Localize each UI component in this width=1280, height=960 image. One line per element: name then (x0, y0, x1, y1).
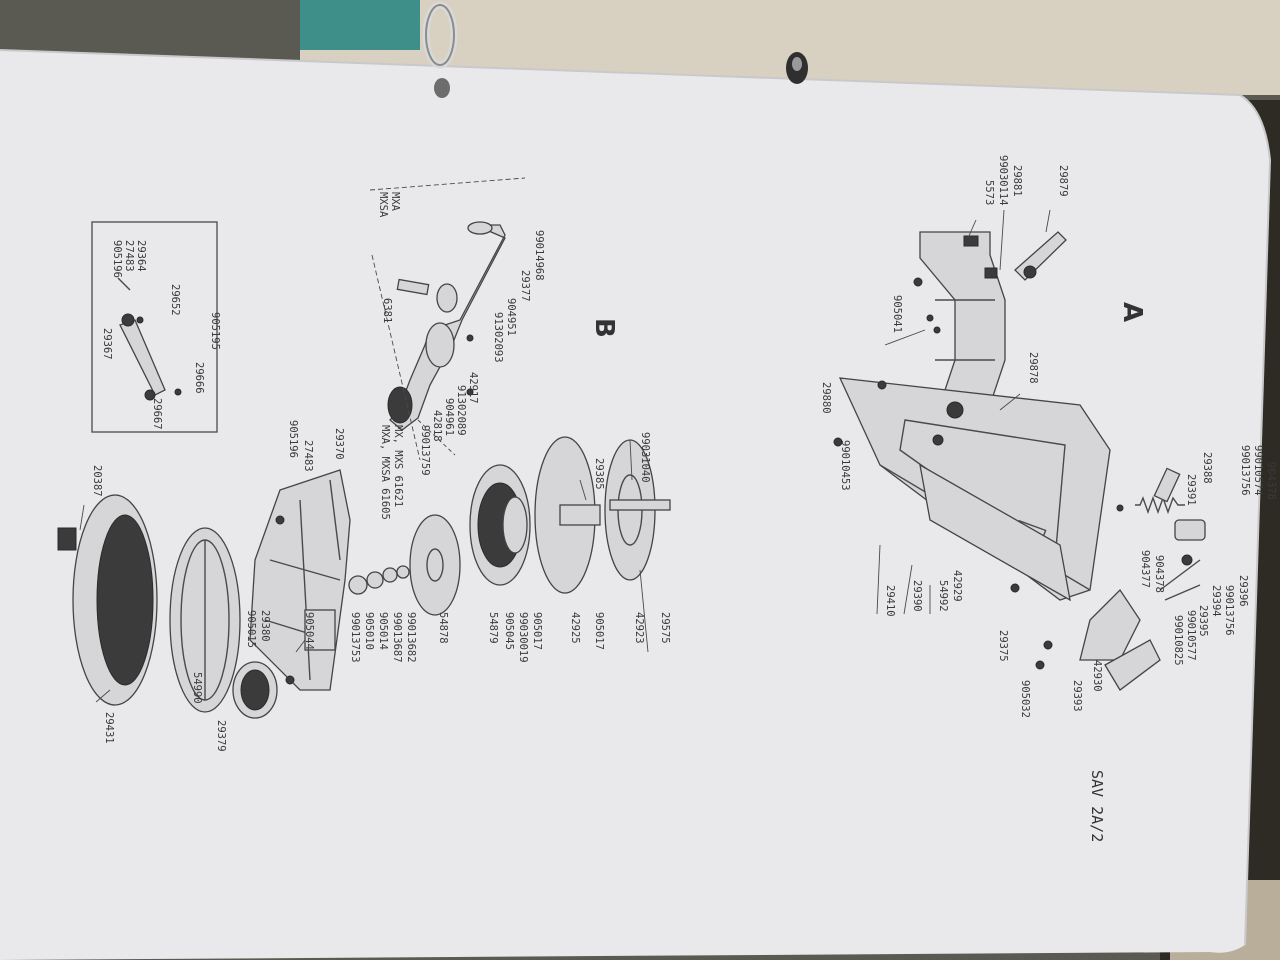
part-label: 29878 (1027, 352, 1039, 384)
part-label: 29879 (1057, 165, 1069, 197)
part-label: 54878 (437, 612, 449, 644)
section-a-labels: 29879 29881 99030114 5573 905041 29878 2… (820, 155, 1277, 718)
part-label: 904378 (1265, 462, 1277, 500)
part-label: 904961 (443, 398, 455, 436)
part-label: 29410 (884, 585, 896, 617)
part-label: 99013687 (391, 612, 403, 663)
part-label: 29370 (333, 428, 345, 460)
part-label: 99014968 (533, 230, 545, 281)
section-b-heading: B (589, 318, 619, 338)
binder-ring-icon (422, 1, 458, 98)
part-label: 99010453 (839, 440, 851, 491)
part-label: 905045 (503, 612, 515, 650)
part-label: 29394 (1210, 585, 1222, 617)
part-label: 42930 (1091, 660, 1103, 692)
section-a-heading: A (1117, 302, 1147, 322)
part-label: 29666 (193, 362, 205, 394)
part-label: 29575 (659, 612, 671, 644)
part-label: 54879 (487, 612, 499, 644)
part-label: 29393 (1071, 680, 1083, 712)
part-label: 99030019 (517, 612, 529, 663)
leader-lines (79, 209, 1051, 703)
part-label: 42925 (569, 612, 581, 644)
part-label: 905017 (593, 612, 605, 650)
part-label: 29375 (997, 630, 1009, 662)
part-label: 29385 (593, 458, 605, 490)
part-label: 42929 (951, 570, 963, 602)
part-label: 29379 (215, 720, 227, 752)
part-label: 99013682 (405, 612, 417, 663)
part-label: 29431 (103, 712, 115, 744)
part-label: 54992 (937, 580, 949, 612)
section-b-labels: MXA MXSA 99014968 29377 904951 91302093 … (91, 192, 671, 752)
inset-labels: 29364 27483 905196 29652 905195 29367 29… (101, 240, 221, 430)
part-label: 99010825 (1172, 615, 1184, 666)
model-label: MX, MXS 61621 (392, 425, 404, 507)
part-label: 29390 (911, 580, 923, 612)
part-label: 99030114 (997, 155, 1009, 206)
part-label: 29395 (1197, 605, 1209, 637)
part-label: 91302093 (492, 312, 504, 363)
part-label: 42818 (431, 410, 443, 442)
inset-box (91, 221, 218, 433)
binder-hole-icon (786, 52, 808, 84)
part-label: 29388 (1201, 452, 1213, 484)
part-label: 904951 (505, 298, 517, 336)
part-label: 904378 (1153, 555, 1165, 593)
part-label: 905196 (111, 240, 123, 278)
part-label: 905044 (303, 612, 315, 650)
part-label: 29667 (151, 398, 163, 430)
part-label: 905041 (891, 295, 903, 333)
part-label: 99013756 (1239, 445, 1251, 496)
part-label: 99013759 (419, 425, 431, 476)
part-label: 99013753 (349, 612, 361, 663)
model-label: MXSA (377, 192, 389, 218)
part-label: 905015 (245, 610, 257, 648)
part-label: 6381 (381, 298, 393, 323)
part-label: 42917 (467, 372, 479, 404)
part-label: 29380 (259, 610, 271, 642)
assembly-a-drawing (833, 231, 1206, 691)
model-label: MXA (389, 192, 401, 212)
part-label: 905010 (363, 612, 375, 650)
part-label: 20387 (91, 465, 103, 497)
part-label: 99010577 (1185, 610, 1197, 661)
part-label: 905017 (531, 612, 543, 650)
part-label: 29881 (1011, 165, 1023, 197)
part-label: 99031040 (639, 432, 651, 483)
part-label: 5573 (983, 180, 995, 205)
part-label: 54990 (191, 672, 203, 704)
assembly-b-drawing (57, 177, 671, 719)
part-label: 42923 (633, 612, 645, 644)
part-label: 29396 (1237, 575, 1249, 607)
part-label: 99010574 (1252, 445, 1264, 496)
part-label: 905196 (287, 420, 299, 458)
part-label: 27483 (123, 240, 135, 272)
part-label: 29364 (135, 240, 147, 272)
page-code: SAV 2A/2 (1088, 770, 1106, 842)
part-label: 904377 (1139, 550, 1151, 588)
part-label: 29652 (169, 284, 181, 316)
part-label: 29880 (820, 382, 832, 414)
part-label: 29391 (1185, 474, 1197, 506)
part-label: 905032 (1019, 680, 1031, 718)
model-label: MXA, MXSA 61605 (379, 425, 391, 520)
part-label: 91302089 (455, 385, 467, 436)
part-label: 27483 (302, 440, 314, 472)
part-label: 29367 (101, 328, 113, 360)
part-label: 29377 (519, 270, 531, 302)
part-label: 99013756 (1223, 585, 1235, 636)
part-label: 905195 (209, 312, 221, 350)
part-label: 905014 (377, 612, 389, 650)
